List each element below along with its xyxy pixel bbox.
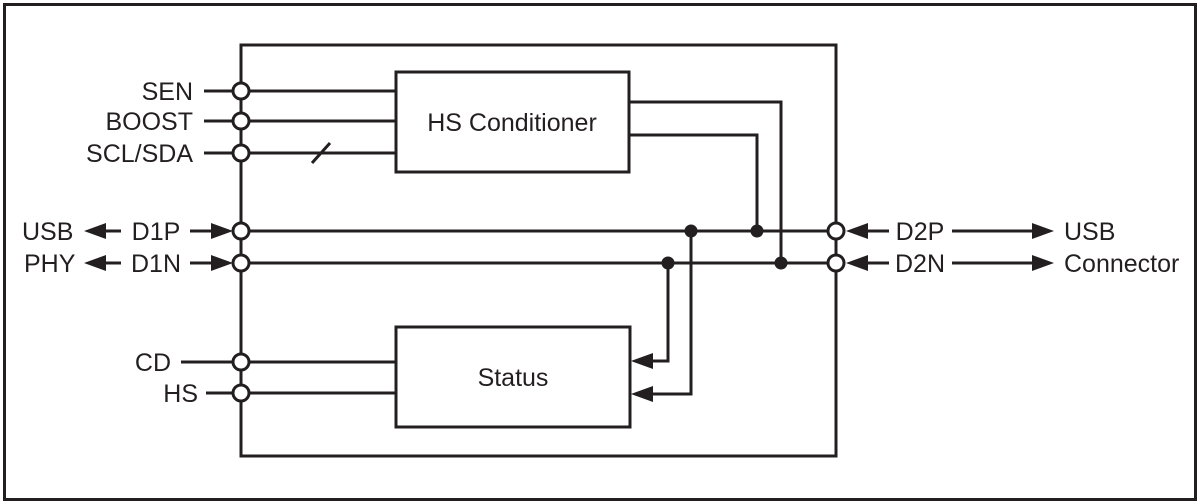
d1p-right-arrow-icon (211, 223, 233, 239)
hs-label: HS (163, 380, 198, 408)
pin-d2p (826, 221, 846, 241)
pin-scl-sda (231, 143, 251, 163)
d1n-label: D1N (131, 250, 181, 278)
d1p-label: D1P (132, 218, 181, 246)
pin-hs (231, 383, 251, 403)
usb-phy-label-line1: USB (22, 218, 73, 246)
junction-dot (750, 224, 764, 238)
d2n-right-arrow-icon (1032, 255, 1054, 271)
figure-border (3, 3, 1197, 501)
pin-d1n (231, 253, 251, 273)
status-in-lower-wire (650, 231, 693, 396)
pin-d1p (231, 221, 251, 241)
usb-connector-label-line2: Connector (1064, 250, 1179, 278)
conditioner-out-upper-wire (629, 100, 783, 263)
internal-wires (241, 89, 836, 396)
conditioner-out-lower-wire (629, 133, 759, 231)
status-block (394, 325, 632, 429)
status-upper-arrow-icon (631, 353, 653, 369)
status-in-upper-wire (650, 263, 670, 363)
junction-dots (661, 224, 788, 270)
hs-conditioner-label: HS Conditioner (427, 109, 597, 137)
junction-dot (661, 256, 675, 270)
junction-dot (684, 224, 698, 238)
junction-dot (774, 256, 788, 270)
sen-label: SEN (142, 78, 193, 106)
pin-cd (231, 352, 251, 372)
d2n-label: D2N (895, 250, 945, 278)
usb-phy-label-line2: PHY (24, 250, 76, 278)
pin-boost (231, 111, 251, 131)
d2p-right-arrow-icon (1032, 223, 1054, 239)
status-lower-arrow-icon (631, 386, 653, 402)
usb-connector-label-line1: USB (1064, 218, 1115, 246)
right-externals: D2P USB D2N Connector (846, 218, 1179, 278)
d2p-label: D2P (896, 218, 945, 246)
status-label: Status (478, 364, 549, 392)
cd-label: CD (135, 349, 171, 377)
pin-d2n (826, 253, 846, 273)
left-externals: SEN BOOST SCL/SDA CD HS USB D1P PHY D1N (22, 78, 233, 408)
d1p-left-arrow-icon (84, 223, 106, 239)
hs-conditioner-block (394, 70, 631, 174)
boost-label: BOOST (105, 108, 193, 136)
chip-boundary (239, 43, 838, 458)
d2p-left-arrow-icon (846, 223, 868, 239)
d1n-left-arrow-icon (84, 255, 106, 271)
d1n-right-arrow-icon (211, 255, 233, 271)
pin-sen (231, 81, 251, 101)
bus-slash-icon (310, 141, 332, 165)
scl-sda-label: SCL/SDA (86, 140, 193, 168)
d2n-left-arrow-icon (846, 255, 868, 271)
